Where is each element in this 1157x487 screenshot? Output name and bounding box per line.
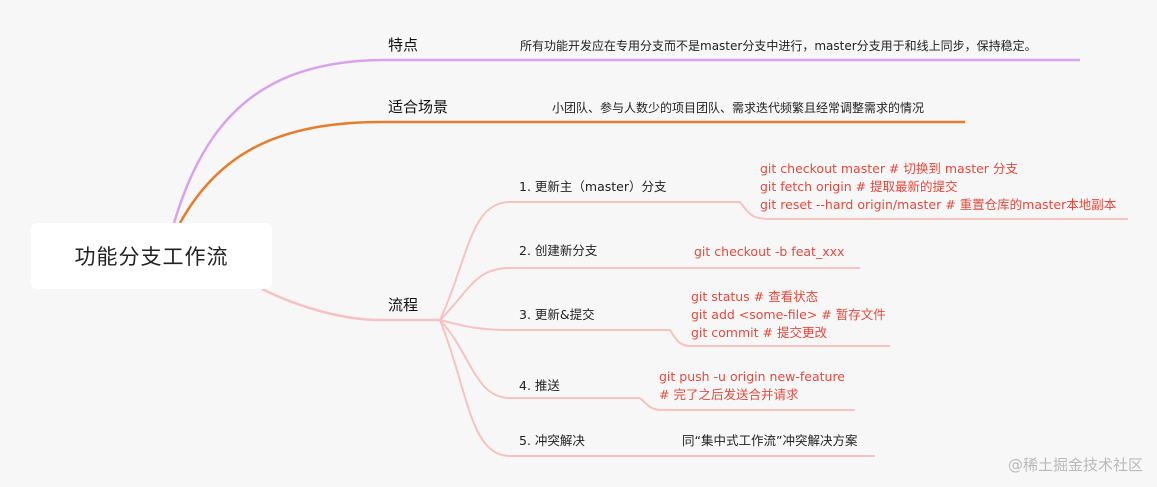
step-line-3 [439,319,670,331]
branch-desc-scenarios[interactable]: 小团队、参与人数少的项目团队、需求迭代频繁且经常调整需求的情况 [552,101,925,115]
detail-line-3 [669,329,890,347]
code-line: git commit # 提交更改 [691,325,827,340]
code-line: git status # 查看状态 [691,289,819,304]
step-detail-1[interactable]: git checkout master # 切换到 master 分支 git … [760,160,1116,214]
code-line: git add <some-file> # 暂存文件 [691,307,886,322]
branch-line-scenarios [178,120,965,224]
code-line: git reset --hard origin/master # 重置仓库的ma… [760,197,1117,212]
detail-line-4 [639,397,855,411]
step-detail-5[interactable]: 同“集中式工作流”冲突解决方案 [682,433,858,448]
step-detail-4[interactable]: git push -u origin new-feature # 完了之后发送合… [659,368,845,404]
branch-label-scenarios[interactable]: 适合场景 [388,98,449,116]
code-line: git fetch origin # 提取最新的提交 [760,179,958,194]
step-detail-2[interactable]: git checkout -b feat_xxx [694,243,844,261]
branch-desc-features[interactable]: 所有功能开发应在专用分支而不是master分支中进行，master分支用于和线上… [520,39,1037,53]
step-label-2[interactable]: 2. 创建新分支 [519,243,598,258]
step-line-1 [439,201,740,321]
step-label-4[interactable]: 4. 推送 [519,378,560,393]
step-label-5[interactable]: 5. 冲突解决 [519,433,585,448]
branch-line-process [261,287,440,322]
step-line-5 [439,319,670,457]
step-label-3[interactable]: 3. 更新&提交 [519,307,595,322]
branch-label-process[interactable]: 流程 [388,296,419,314]
step-line-2 [439,267,680,321]
detail-line-1 [739,201,1128,220]
root-node[interactable]: 功能分支工作流 [31,223,272,289]
code-line: # 完了之后发送合并请求 [659,387,799,402]
code-line: git checkout master # 切换到 master 分支 [760,161,1018,176]
watermark: @稀土掘金技术社区 [1007,456,1143,474]
code-line: git checkout -b feat_xxx [694,244,845,259]
code-line: git push -u origin new-feature [659,369,845,384]
branch-line-features [172,58,1080,224]
step-line-4 [439,319,640,399]
step-label-1[interactable]: 1. 更新主（master）分支 [519,179,667,194]
step-detail-3[interactable]: git status # 查看状态 git add <some-file> # … [691,288,886,342]
branch-label-features[interactable]: 特点 [388,36,419,54]
